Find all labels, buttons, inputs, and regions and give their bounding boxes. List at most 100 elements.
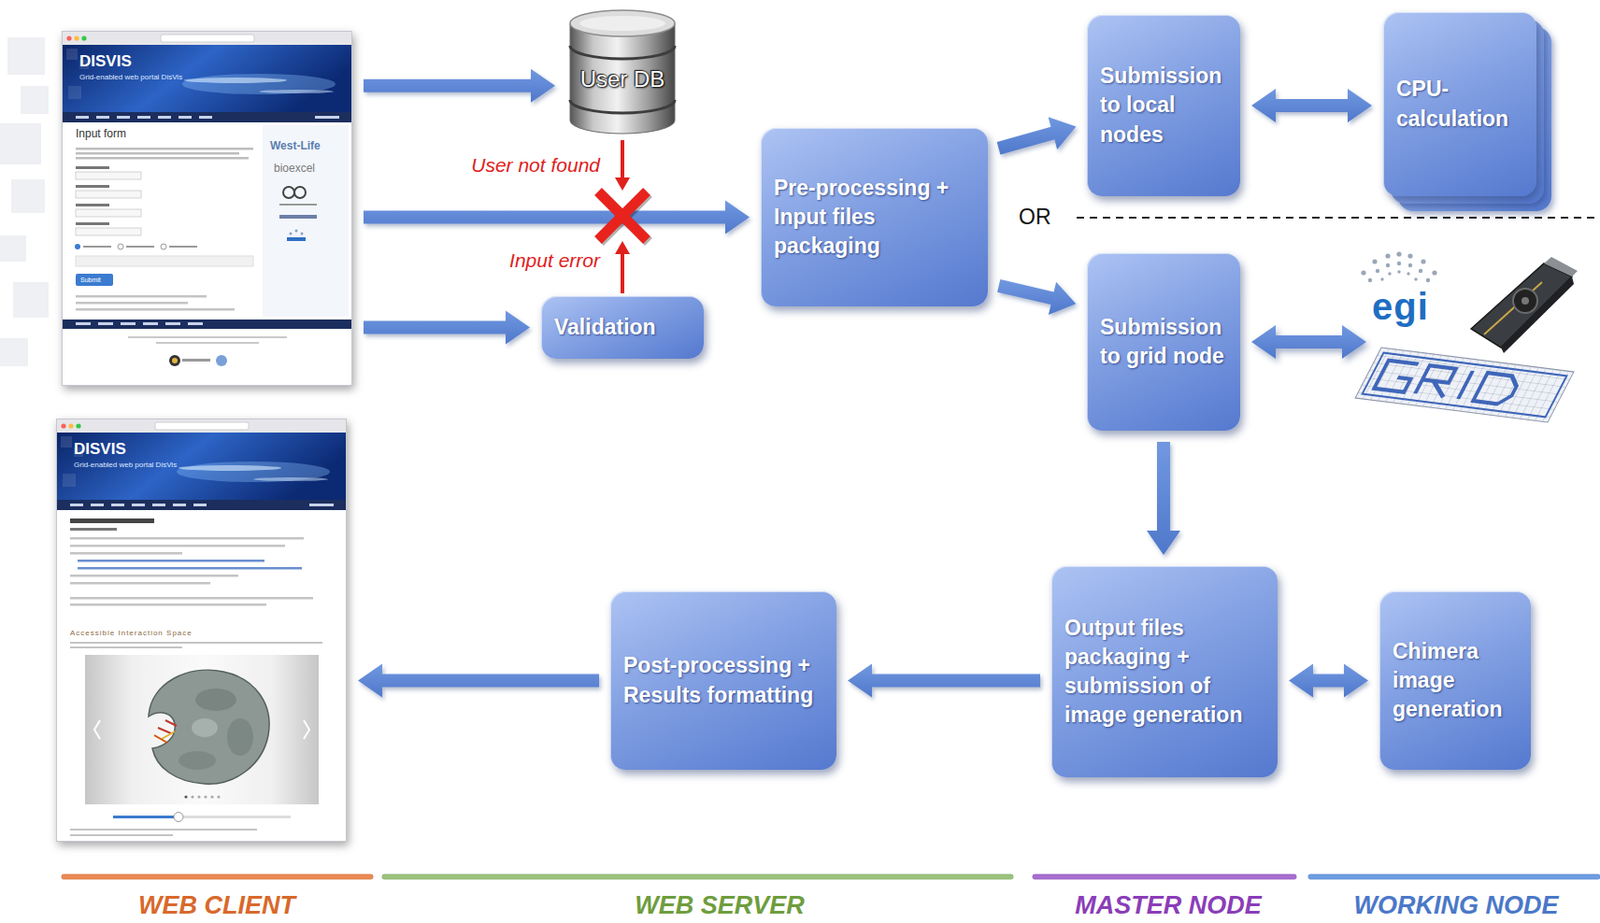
decor-rect [70,597,314,600]
screenshot-text: Submit [80,276,113,285]
screenshot-text: Accessible Interaction Space [70,628,332,638]
logo-dot [1406,271,1410,275]
decor-rect [128,336,287,339]
tier-label: MASTER NODE [1032,890,1304,921]
decor-rect [75,256,254,267]
decor-path [148,670,270,785]
decor-circle [68,423,73,429]
decor-svg [62,31,353,386]
board-frame [1362,353,1568,418]
decor-path [570,45,675,59]
double-block-arrow [1251,325,1367,359]
decor-rect [113,815,179,819]
decor-rect [131,503,145,507]
board-glyph [1414,365,1458,398]
decor-rect [57,500,347,511]
decor-rect [75,171,142,180]
decor-rect [279,203,317,206]
process-box: Post-processing + Results formatting [610,591,837,771]
decor-rect [169,245,198,248]
decor-circle [73,35,79,41]
decor-line [157,728,172,734]
box-label: Post-processing + Results formatting [623,651,829,710]
decor-rect [75,157,249,160]
decor-rect [152,503,166,507]
decor-rect [57,419,347,433]
decor-rect [156,342,259,344]
decor-circle [216,795,220,799]
process-box: Validation [541,296,704,359]
decor-rect [66,48,78,60]
process-box: Chimera image generation [1379,591,1531,771]
mosaic-tile [13,282,49,318]
decor-rect [160,34,255,43]
decor-rect [70,603,267,607]
screenshot-text: DISVIS [73,440,261,459]
gpu-bracket [1543,257,1578,277]
decor-rect [187,322,203,326]
browser-screenshot: DISVISGrid-enabled web portal DisVisInpu… [61,30,353,386]
logo-dot [1387,271,1391,275]
decor-circle [190,795,194,799]
tier-band [61,874,373,880]
decor-circle [215,355,228,367]
logo-dot [1397,261,1401,266]
decor-circle [295,229,299,233]
logo-dot [1426,278,1430,283]
decor-rect [75,273,114,286]
logo-dot [1368,278,1372,283]
decor-circle [294,186,306,199]
decor-rect [75,322,91,326]
decor-polyline [303,720,310,740]
logo-dot [1385,253,1390,258]
decor-rect [116,115,130,119]
red-cross [598,191,647,241]
logo-dot [1431,270,1437,275]
decor-ellipse [178,751,216,771]
decor-circle [210,795,214,799]
decor-rect [279,214,317,219]
decor-rect [70,518,155,524]
block-arrow [847,664,1041,699]
decor-circle [117,243,124,250]
decor-rect [83,245,112,248]
decor-ellipse [184,77,287,84]
box-label: CPU-calculation [1396,74,1529,133]
mosaic-tile [0,123,42,165]
screenshot-text: Grid-enabled web portal DisVis [73,460,261,470]
red-cross [598,191,647,241]
decor-rect [314,115,340,119]
block-arrow [357,664,600,699]
error-note: User not found [431,153,600,177]
decor-rect [70,828,258,831]
mosaic-tile [0,338,29,367]
decor-rect [75,209,142,217]
mosaic-tile [20,85,49,115]
error-arrow [620,140,625,180]
decor-rect [262,125,349,317]
decor-circle [203,795,207,799]
board-glyph [1472,372,1522,406]
decor-rect [172,503,186,507]
error-arrowhead [614,241,630,255]
screenshot-text: bioexcel [273,162,349,176]
decor-line [154,735,168,743]
decor-rect [75,295,207,299]
decor-rect [157,115,172,119]
decor-rect [137,115,151,119]
decor-ellipse [570,10,675,37]
decor-rect [70,503,84,507]
process-box: Submission to grid node [1086,253,1241,431]
decor-rect [57,419,347,843]
decor-ellipse [178,465,282,472]
tier-label: WORKING NODE [1315,890,1597,921]
block-arrow [997,116,1077,155]
decor-rect [62,319,353,329]
decor-rect [70,834,173,837]
decor-rect [75,222,110,226]
decor-circle [184,795,187,799]
decor-circle [197,795,200,799]
decor-rect [111,503,125,507]
